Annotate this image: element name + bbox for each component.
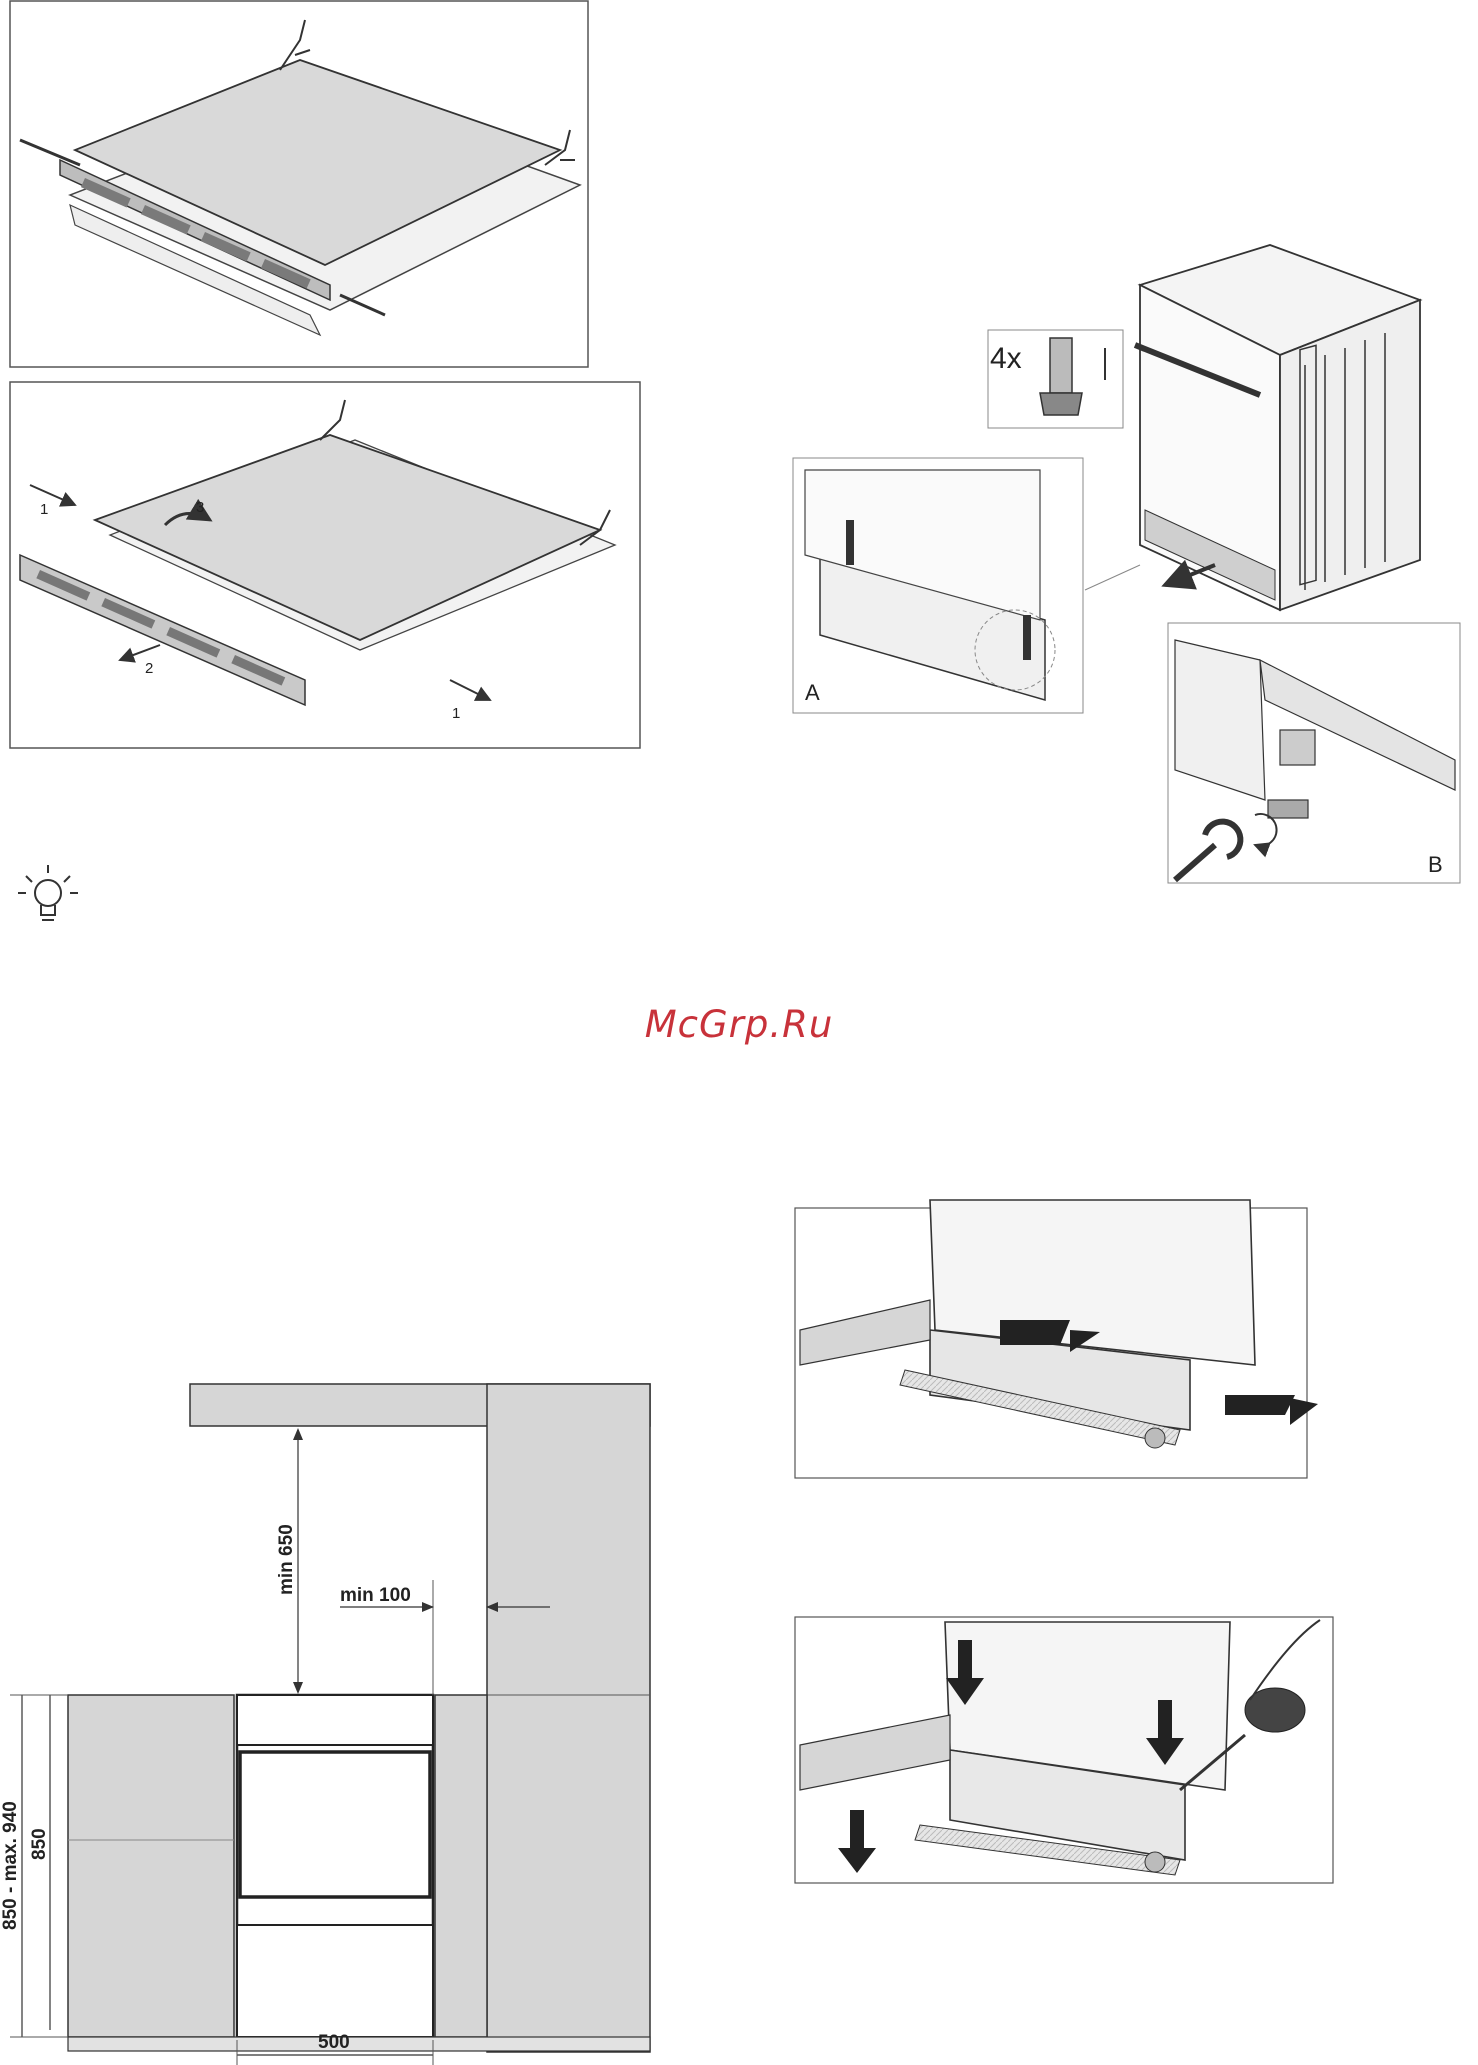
min-side-clearance-label: min 100 bbox=[340, 1585, 411, 1606]
lightbulb-tip-icon bbox=[18, 865, 78, 920]
figure-drawer-assembled bbox=[10, 1, 588, 367]
height-label: 850 bbox=[29, 1828, 50, 1860]
height-range-label: 850 - max. 940 bbox=[0, 1801, 21, 1930]
feet-quantity-label: 4x bbox=[990, 342, 1022, 375]
figure-installation-dimensions bbox=[10, 1384, 650, 2065]
step-1b-label: 1 bbox=[452, 705, 460, 722]
figure-cooker-feet bbox=[793, 245, 1460, 883]
watermark-text: McGrp.Ru bbox=[0, 1003, 1478, 1046]
figure-plinth-screw bbox=[795, 1617, 1333, 1883]
figure-drawer-removal bbox=[10, 382, 640, 748]
panel-a-label: A bbox=[805, 680, 820, 705]
min-height-label: min 650 bbox=[276, 1524, 297, 1595]
figure-plinth-slide-out bbox=[795, 1200, 1318, 1478]
panel-b-label: B bbox=[1428, 852, 1443, 877]
step-1-label: 1 bbox=[40, 501, 48, 518]
step-3-label: 3 bbox=[196, 499, 204, 516]
step-2-label: 2 bbox=[145, 660, 153, 677]
width-label: 500 bbox=[318, 2032, 350, 2053]
